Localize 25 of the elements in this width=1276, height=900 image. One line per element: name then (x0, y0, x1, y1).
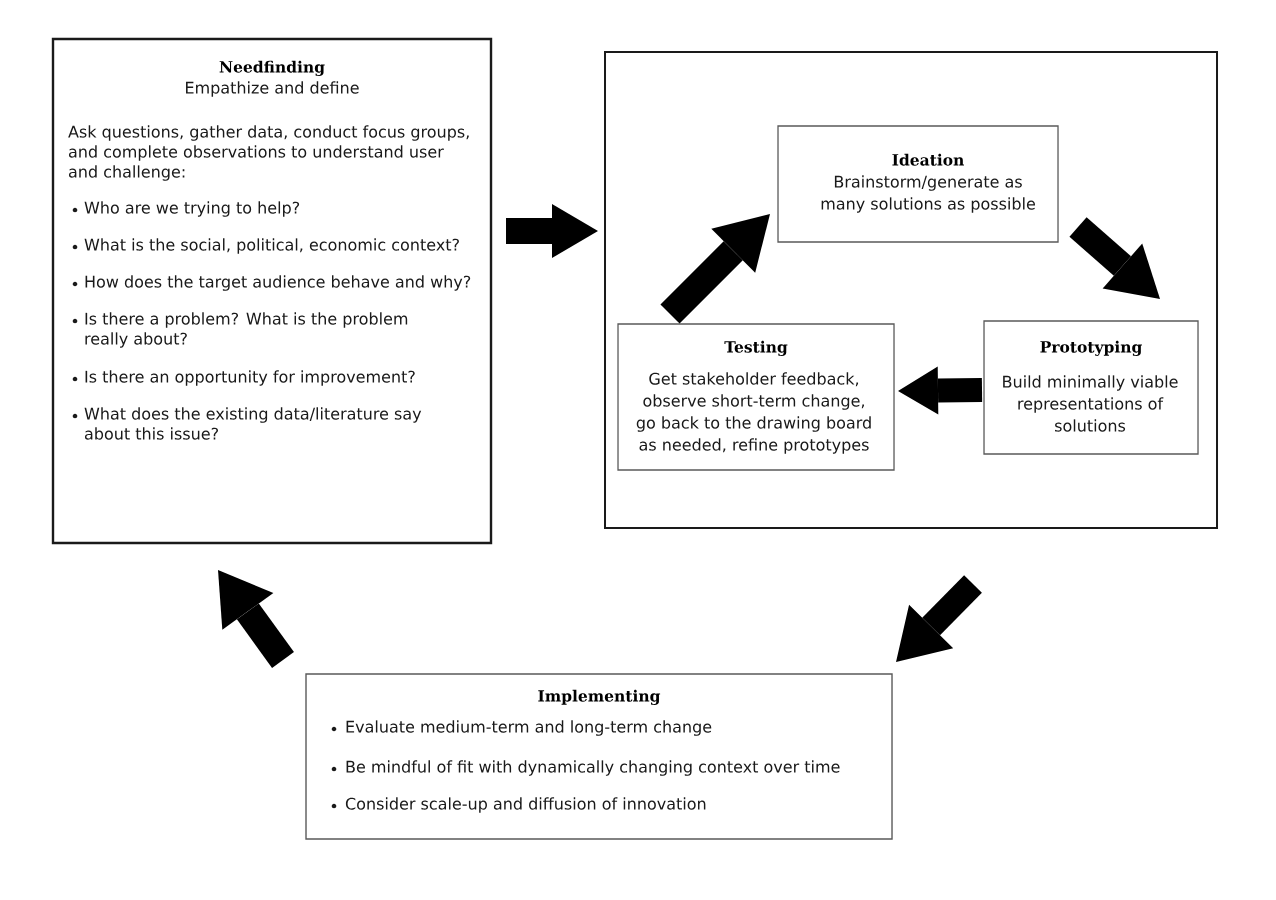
description-text: Build minimally viable representations of solutions (1003, 375, 1178, 432)
bullet-text: How does the target audience behave and why? (85, 275, 471, 291)
bullet-text: Who are we trying to help? (84, 201, 300, 217)
bullet-text: Evaluate medium-term and long-term change (346, 720, 712, 736)
description-text: Get stakeholder feedback, observe short-term change, go back to the drawing board as needed, refine prototypes (636, 372, 871, 454)
description-text: Ask questions, gather data, conduct focus groups, and complete observations to understand user and challenge: (68, 125, 469, 181)
box-title: Ideation (892, 153, 964, 166)
box-title: Prototyping (1040, 340, 1142, 356)
bullet-text: What is the social, political, economic context? (84, 238, 459, 254)
bullet-text: Is there a problem? What is the problem really about? (85, 312, 408, 348)
bullet-text: What does the existing data/literature say about this issue? (84, 407, 422, 440)
block-arrow (506, 204, 598, 258)
block-arrow (1069, 217, 1160, 299)
description-text: Brainstorm/generate as many solutions as possible (821, 175, 1035, 213)
bullet-text: Is there an opportunity for improvement? (85, 370, 415, 386)
bullet-text: Consider scale-up and diffusion of innovation (345, 797, 706, 813)
block-arrow (218, 570, 294, 668)
block-arrow (660, 214, 770, 324)
block-arrow (898, 366, 983, 415)
box-subtitle: Empathize and define (186, 81, 359, 97)
block-arrow (896, 575, 982, 662)
bullet-text: Be mindful of fit with dynamically changing context over time (346, 760, 840, 776)
box-title: Implementing (538, 689, 661, 705)
box-title: Needfinding (219, 60, 325, 76)
box-title: Testing (724, 340, 788, 356)
